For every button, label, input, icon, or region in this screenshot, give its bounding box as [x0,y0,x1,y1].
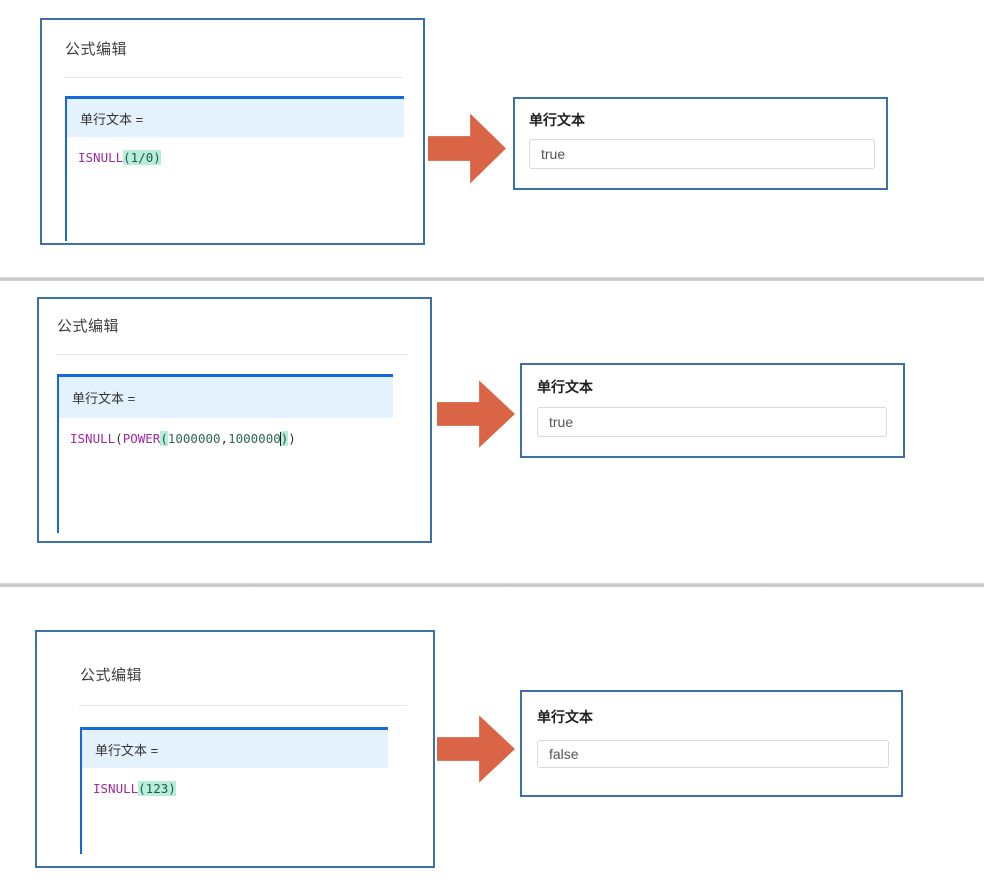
title-divider [79,705,407,706]
formula-editor: 单行文本 = ISNULL(POWER(1000000,1000000)) [57,374,393,533]
code-token-highlighted-group: (1/0) [123,150,161,165]
right-arrow-icon [437,380,515,448]
code-token-function: ISNULL [78,150,124,165]
code-token-number: 1000000 [167,431,221,446]
result-field-label: 单行文本 [537,709,593,725]
code-token-highlighted-group: (123) [138,781,176,796]
code-token-comma: , [220,431,229,446]
title-divider [64,77,403,78]
formula-target-field: 单行文本 = [82,730,388,768]
result-field-label: 单行文本 [529,112,585,128]
right-arrow-icon [428,113,506,184]
code-token-function: ISNULL [70,431,116,446]
right-arrow-icon [437,715,515,783]
section-separator [0,583,984,587]
section-separator [0,277,984,281]
title-divider [56,354,408,355]
code-token-function: ISNULL [93,781,139,796]
panel-title: 公式编辑 [80,667,143,684]
formula-editor: 单行文本 = ISNULL(123) [80,727,388,854]
formula-code-input[interactable]: ISNULL(123) [82,768,388,797]
result-field-label: 单行文本 [537,379,593,395]
result-panel: 单行文本 [520,363,905,458]
formula-target-field: 单行文本 = [67,99,404,137]
code-token-matched-paren: ) [280,431,289,446]
code-token-matched-paren: ( [160,431,168,446]
formula-editor-panel: 公式编辑 单行文本 = ISNULL(POWER(1000000,1000000… [37,297,432,543]
formula-editor-panel: 公式编辑 单行文本 = ISNULL(1/0) [40,18,425,245]
result-value-input[interactable] [537,740,889,768]
result-value-input[interactable] [537,407,887,437]
formula-editor: 单行文本 = ISNULL(1/0) [65,96,404,241]
code-token-paren: ( [115,431,123,446]
formula-target-field: 单行文本 = [59,377,393,418]
formula-editor-panel: 公式编辑 单行文本 = ISNULL(123) [35,630,435,868]
formula-code-input[interactable]: ISNULL(POWER(1000000,1000000)) [59,418,393,447]
code-token-function: POWER [122,431,161,446]
result-panel: 单行文本 [520,690,903,797]
code-token-paren: ) [288,431,296,446]
panel-title: 公式编辑 [65,41,128,58]
formula-code-input[interactable]: ISNULL(1/0) [67,137,404,166]
code-token-number: 1000000 [228,431,281,446]
result-value-input[interactable] [529,139,875,169]
result-panel: 单行文本 [513,97,888,190]
panel-title: 公式编辑 [57,318,120,335]
